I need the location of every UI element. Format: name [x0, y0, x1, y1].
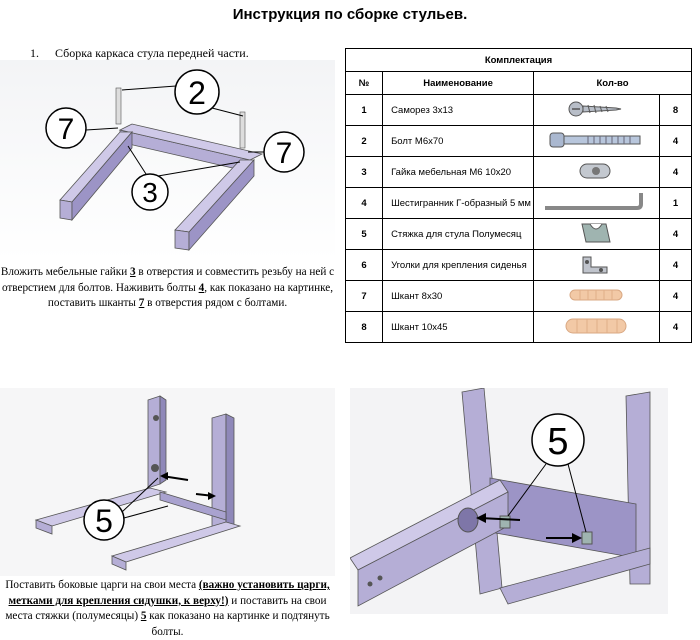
callout-7-right: 7	[248, 131, 305, 173]
callout-3-label: 3	[142, 177, 158, 208]
step-1-instructions: Вложить мебельные гайки 3 в отверстия и …	[0, 266, 335, 309]
callout-3: 3	[127, 145, 241, 211]
hex-key-icon	[545, 192, 644, 210]
callout-5-label: 5	[547, 421, 568, 463]
side-frame-illustration: 5	[0, 388, 335, 576]
step-number: 1.	[30, 46, 39, 60]
callout-7-right-label: 7	[276, 137, 293, 170]
callout-2-label: 2	[188, 75, 206, 111]
callout-7-left-label: 7	[58, 113, 75, 146]
barrel-nut-icon	[579, 163, 611, 178]
col-header-qty: Кол-во	[533, 71, 692, 95]
screw-icon	[568, 101, 622, 116]
callout-5: 5	[83, 477, 169, 541]
half-moon-bracket-closeup: 5	[350, 388, 668, 614]
col-header-number: №	[344, 71, 384, 95]
front-frame-illustration: 2 7 7 3	[0, 60, 335, 260]
step-title: Сборка каркаса стула передней части.	[55, 46, 249, 60]
corner-bracket-icon	[582, 256, 608, 273]
callout-2: 2	[121, 69, 244, 117]
step-2-instructions: Поставить боковые царги на свои места (в…	[5, 579, 330, 638]
step-1-heading: 1. Сборка каркаса стула передней части.	[30, 46, 249, 61]
half-moon-bracket-icon	[581, 223, 612, 242]
callout-5-label: 5	[95, 503, 113, 539]
col-header-name: Наименование	[382, 71, 535, 95]
callout-5: 5	[507, 413, 587, 533]
page-title: Инструкция по сборке стульев.	[232, 6, 468, 23]
table-caption: Комплектация	[345, 48, 692, 72]
dowel-icon	[569, 289, 623, 300]
callout-7-left: 7	[45, 107, 119, 149]
bolt-icon	[549, 132, 641, 147]
dowel-icon	[565, 318, 627, 333]
